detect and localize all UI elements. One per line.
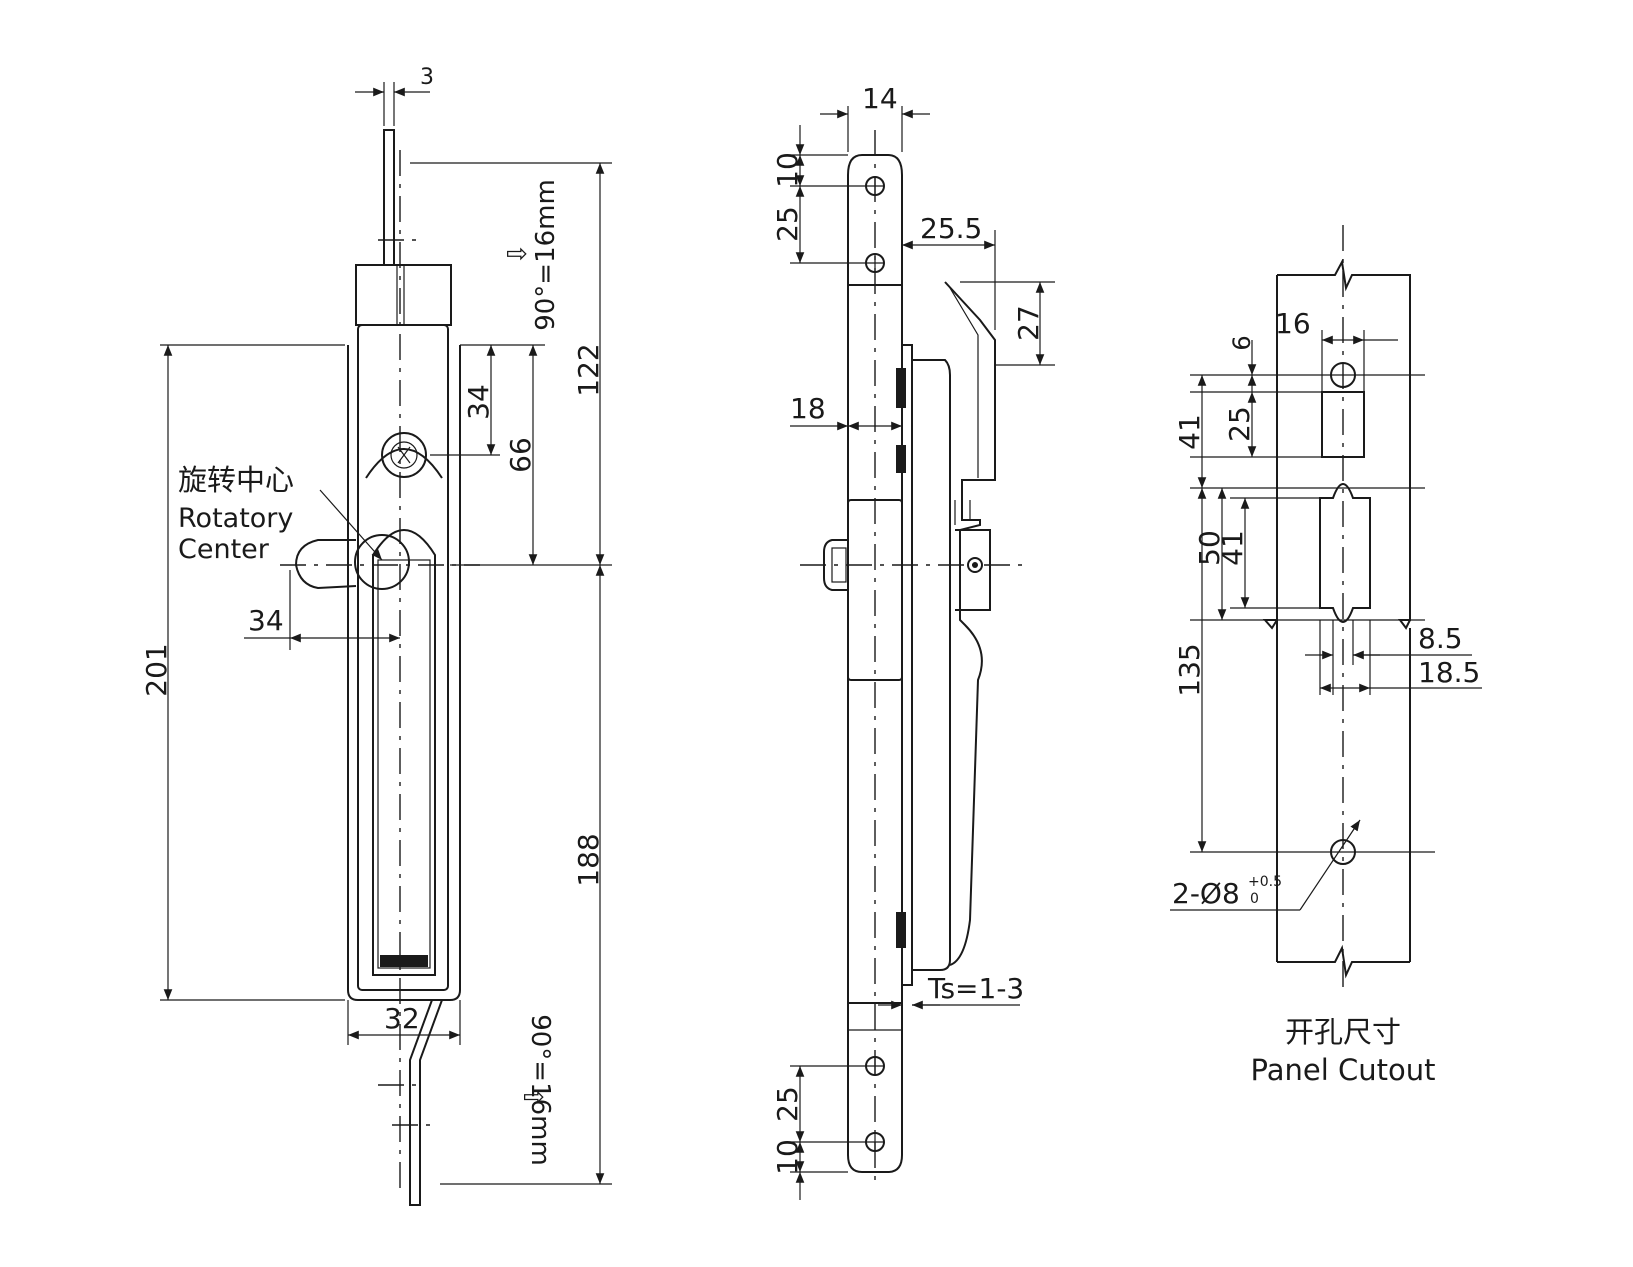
dim-135: 135 — [1173, 643, 1206, 696]
cutout-title-en: Panel Cutout — [1251, 1053, 1436, 1087]
dim-10-bottom: 10 — [771, 1139, 804, 1175]
dim-122: 122 — [572, 343, 605, 396]
stroke-top: 90°=16mm — [531, 179, 561, 331]
dim-16: 16 — [1275, 307, 1311, 340]
side-view: 14 10 25 25.5 27 18 Ts=1-3 — [771, 82, 1055, 1200]
cutout-title-cn: 开孔尺寸 — [1285, 1015, 1401, 1049]
dim-25-5: 25.5 — [920, 212, 982, 245]
key-cylinder — [381, 432, 427, 478]
dim-41-lower: 41 — [1216, 530, 1249, 566]
dim-201: 201 — [140, 643, 173, 696]
hole-tol-upper: +0.5 — [1248, 874, 1282, 890]
escutcheon-side — [912, 359, 951, 971]
arrow-up: ⇧ — [517, 1086, 547, 1108]
dim-6: 6 — [1228, 335, 1256, 350]
panel — [901, 344, 913, 986]
cutout-view: 16 6 25 41 50 41 135 8.5 18.5 2- — [1170, 225, 1482, 1087]
hole-spec: 2-Ø8 — [1172, 877, 1240, 910]
dim-18: 18 — [790, 392, 826, 425]
dim-25-top: 25 — [771, 206, 804, 242]
rotation-center-en-2: Center — [178, 534, 270, 565]
dim-41-upper: 41 — [1173, 414, 1206, 450]
bottom-plate — [847, 1002, 903, 1173]
dim-14: 14 — [862, 82, 898, 115]
hole-tol-lower: 0 — [1250, 891, 1259, 907]
dim-27: 27 — [1012, 305, 1045, 341]
dim-10-top: 10 — [771, 152, 804, 188]
arrow-down: ⇩ — [503, 243, 533, 265]
dim-32: 32 — [384, 1002, 420, 1035]
cutout-panel — [1276, 258, 1411, 979]
dim-8-5: 8.5 — [1418, 622, 1463, 655]
panel-thickness: Ts=1-3 — [927, 972, 1024, 1005]
top-rod — [383, 129, 395, 266]
pivot-pin — [967, 557, 983, 573]
top-plate — [847, 154, 903, 286]
rotation-center-cn: 旋转中心 — [178, 463, 294, 497]
dim-66: 66 — [504, 437, 537, 473]
dim-34-lever: 34 — [248, 604, 284, 637]
dim-3: 3 — [420, 65, 434, 90]
bottom-rod — [409, 999, 443, 1206]
handle — [372, 529, 436, 976]
dim-25-slot: 25 — [1223, 406, 1256, 442]
dim-18-5: 18.5 — [1418, 656, 1480, 689]
inner-frame — [357, 324, 449, 991]
front-view: 3 122 188 201 34 66 ⇩ 90°=16mm 旋转中心 Rota… — [140, 65, 612, 1206]
lower-slot — [1319, 483, 1371, 623]
handle-side — [944, 281, 996, 966]
dim-188: 188 — [572, 833, 605, 886]
escutcheon-body — [347, 345, 461, 1001]
dim-25-bottom: 25 — [771, 1086, 804, 1122]
handle-grip — [380, 955, 428, 967]
dim-34-key: 34 — [462, 384, 495, 420]
rotation-center-en-1: Rotatory — [178, 503, 293, 534]
stroke-bottom: 90°=16mm — [525, 1014, 555, 1166]
